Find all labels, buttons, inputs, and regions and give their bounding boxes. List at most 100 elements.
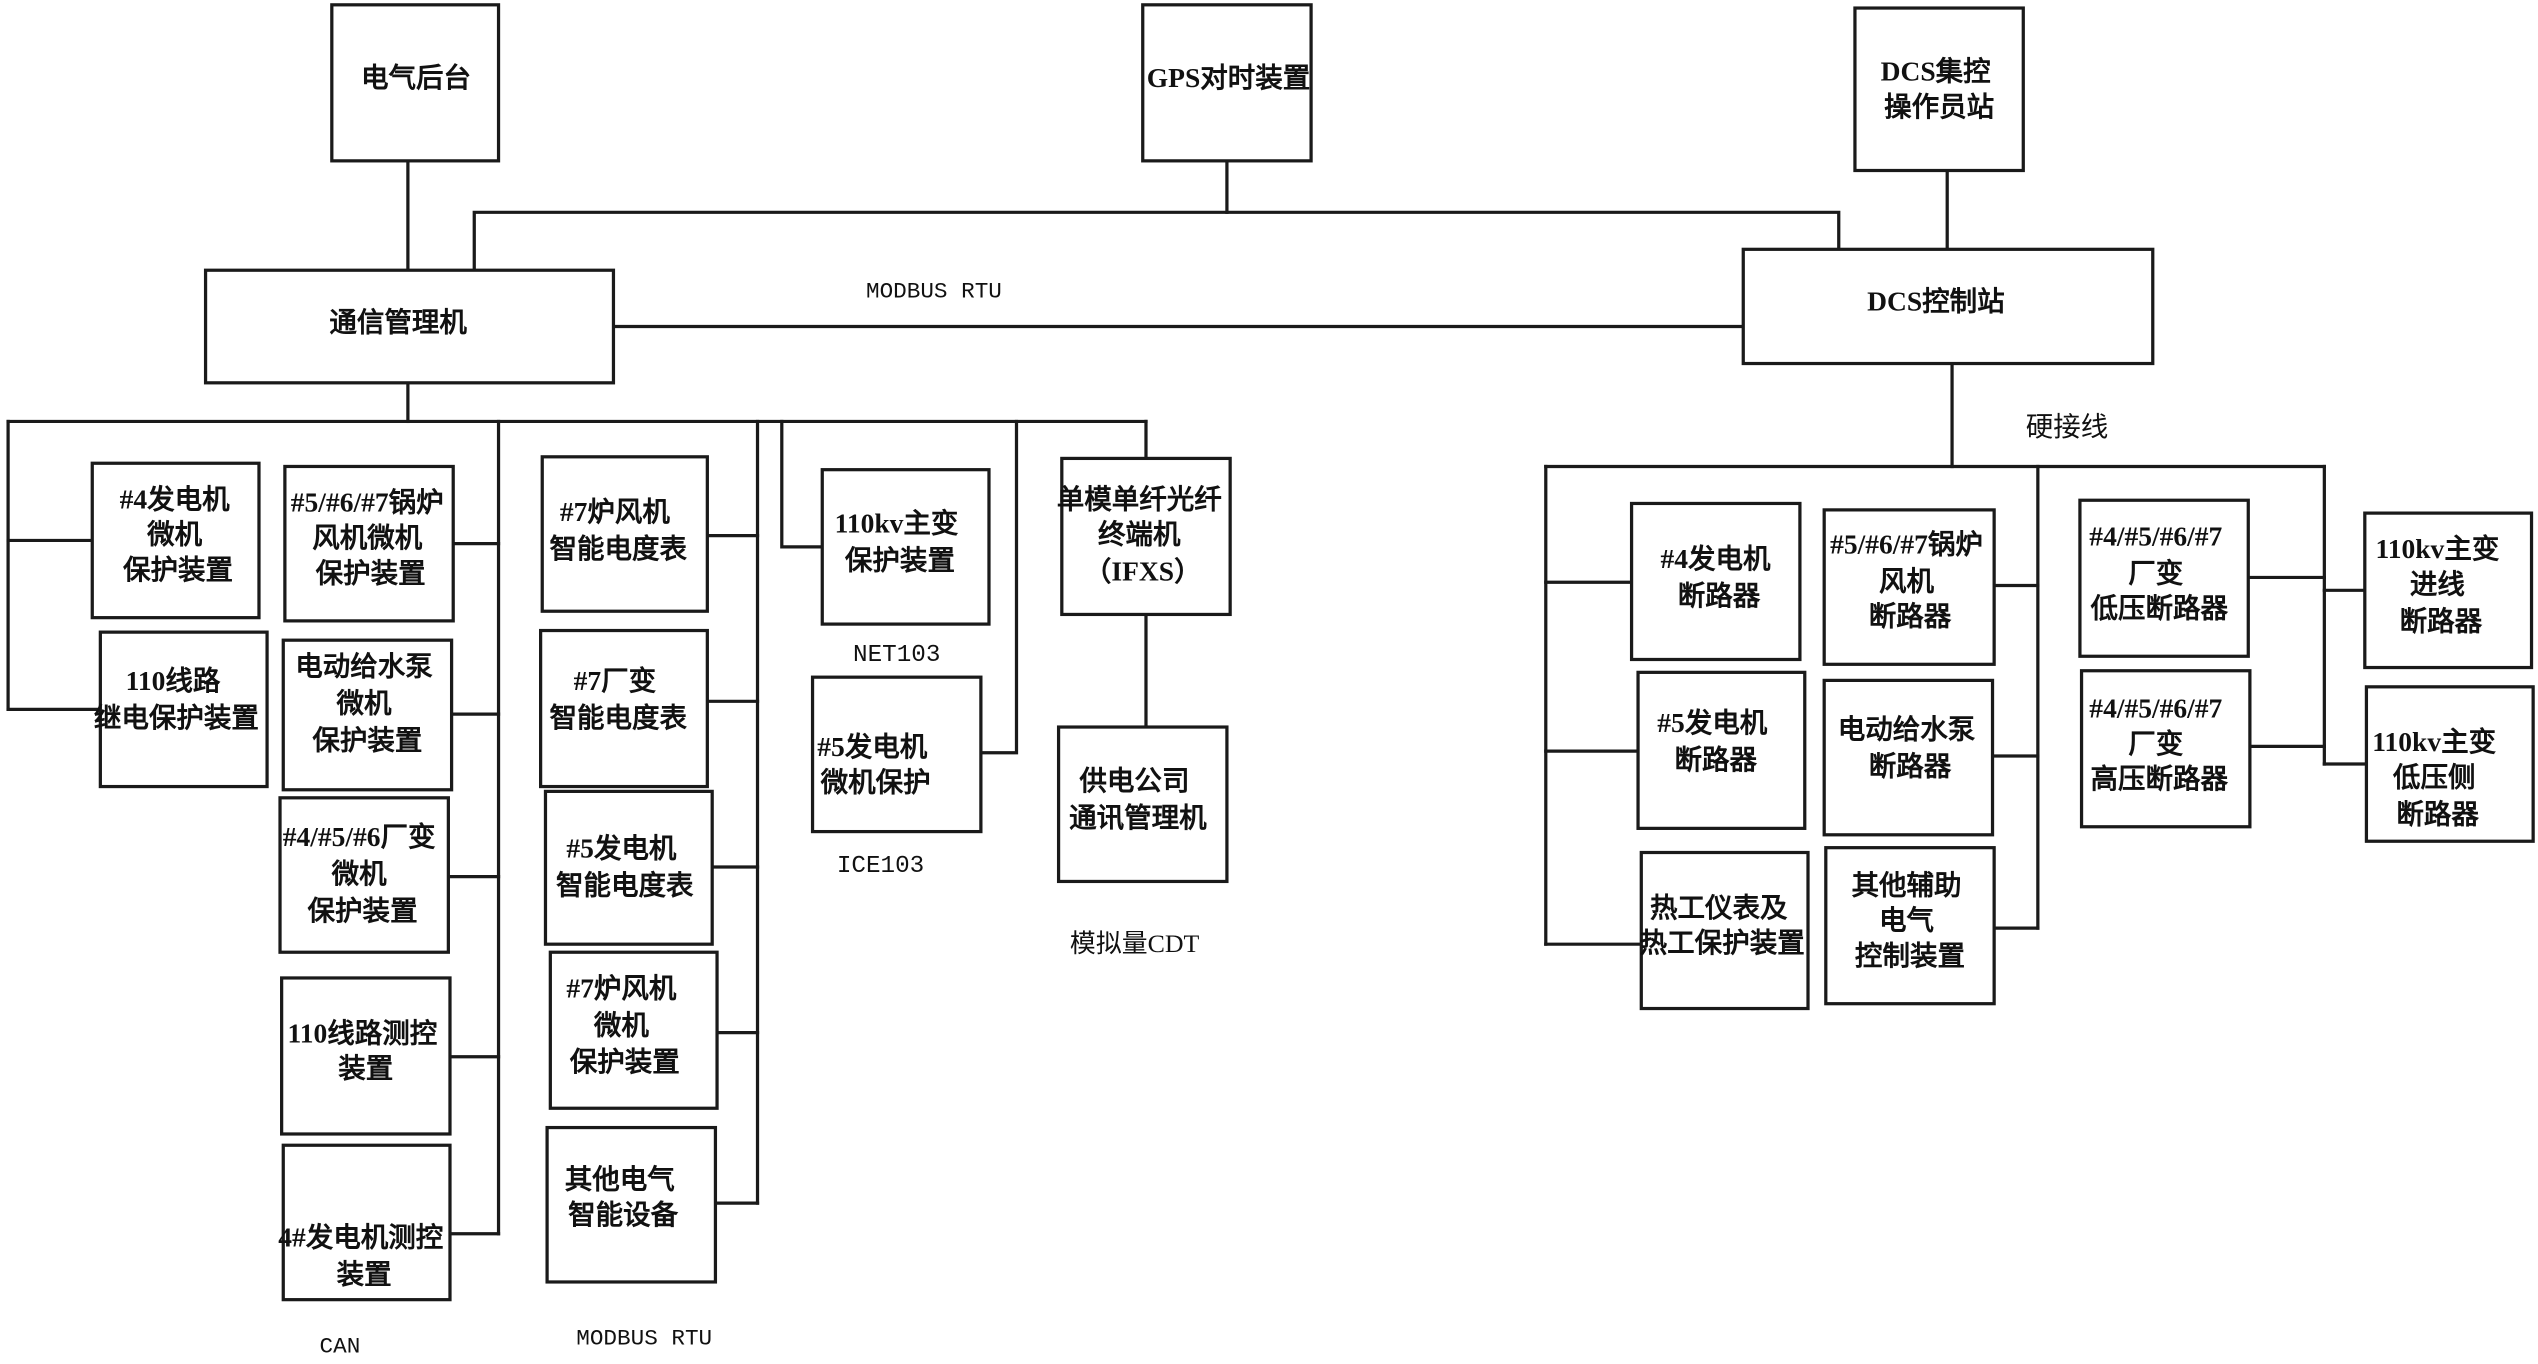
node-label-line: 保护装置 xyxy=(311,726,422,756)
node-line110-control: 110线路测控 装置 xyxy=(280,976,452,1136)
node-label-line: 厂变 xyxy=(2128,728,2184,759)
node-label: #4/#5/#6厂变 微机 保护装置 xyxy=(283,821,443,926)
node-label-line: 微机 xyxy=(146,520,203,550)
node-label: 110kv主变 保护装置 xyxy=(835,507,966,575)
node-label-line: 电气 xyxy=(1879,906,1934,936)
node-label-line: 断路器 xyxy=(1869,750,1952,781)
node-box xyxy=(278,796,450,954)
node-label-line: 微机 xyxy=(331,859,388,889)
node-line110-relay: 110线路 继电保护装置 xyxy=(94,630,269,789)
node-dcs-operator-station: DCS集控 操作员站 xyxy=(1853,6,2025,173)
node-thermal-instruments: 热工仪表及 热工保护装置 xyxy=(1639,850,1810,1011)
node-label: DCS集控 操作员站 xyxy=(1881,56,1998,122)
node-label: 供电公司 通讯管理机 xyxy=(1069,766,1207,833)
node-label-line: #4/#5/#6/#7 xyxy=(2089,521,2222,551)
node-label-line: 110kv主变 xyxy=(2376,533,2500,564)
node-box xyxy=(281,1143,452,1302)
node-label-line: 保护装置 xyxy=(307,896,418,926)
node-main110-incoming-breaker: 110kv主变 进线 断路器 xyxy=(2363,511,2534,670)
node-fiber-terminal: 单模单纤光纤 终端机 （IFXS） xyxy=(1057,456,1232,617)
node-box xyxy=(1822,508,1996,666)
node-box xyxy=(545,1125,718,1284)
node-box xyxy=(98,630,269,789)
node-label: #4发电机 断路器 xyxy=(1661,543,1778,611)
node-label: 电动给水泵 断路器 xyxy=(1838,714,1982,781)
node-label-line: 控制装置 xyxy=(1855,941,1965,971)
node-label: 热工仪表及 热工保护装置 xyxy=(1640,893,1805,958)
node-label-line: 通信管理机 xyxy=(329,306,467,337)
node-label: #5发电机 断路器 xyxy=(1657,707,1774,775)
node-label-line: 110kv主变 xyxy=(2372,726,2496,757)
node-boiler-fan-breaker: #5/#6/#7锅炉 风机 断路器 xyxy=(1822,508,1996,666)
node-box xyxy=(1056,725,1229,884)
node-box xyxy=(1629,501,1802,662)
node-label-line: 电动给水泵 xyxy=(295,652,433,682)
node-box xyxy=(2364,685,2535,843)
node-label-line: 微机 xyxy=(593,1010,650,1040)
node-label-line: #4/#5/#6厂变 xyxy=(283,821,436,852)
node-label-line: #5发电机 xyxy=(1657,707,1768,738)
node-box xyxy=(1741,247,2155,366)
node-gen4-control: 4#发电机测控 装置 xyxy=(278,1143,452,1302)
node-label-line: #7厂变 xyxy=(574,665,657,696)
branch-ice103 xyxy=(979,419,1019,755)
node-label: 110kv主变 进线 断路器 xyxy=(2376,533,2507,636)
node-label: #5发电机 智能电度表 xyxy=(556,832,694,900)
node-box xyxy=(280,976,452,1136)
node-label: 110线路测控 装置 xyxy=(287,1017,444,1083)
node-label: 通信管理机 xyxy=(329,306,467,337)
node-label-line: 终端机 xyxy=(1098,519,1181,550)
node-box xyxy=(1822,678,1995,837)
node-label-line: #7炉风机 xyxy=(560,497,671,527)
branch-net103 xyxy=(780,419,824,549)
node-box xyxy=(543,789,714,946)
node-label-line: #5发电机 xyxy=(817,731,928,762)
node-label: GPS对时装置 xyxy=(1147,63,1311,93)
label-net103: NET103 xyxy=(853,642,940,669)
node-label: #5发电机 微机保护 xyxy=(817,731,934,797)
node-label: 4#发电机测控 装置 xyxy=(278,1222,450,1290)
node-label-line: 保护装置 xyxy=(315,558,426,588)
node-feedpump-breaker: 电动给水泵 断路器 xyxy=(1822,678,1995,837)
node-label-line: #7炉风机 xyxy=(566,973,677,1003)
link-labels: MODBUS RTU 硬接线 NET103 ICE103 模拟量CDT CAN … xyxy=(320,279,2109,1360)
node-label-line: 通讯管理机 xyxy=(1069,802,1207,833)
node-electric-backend: 电气后台 xyxy=(330,3,501,163)
node-transformer-hv-breaker: #4/#5/#6/#7 厂变 高压断路器 xyxy=(2079,669,2252,829)
node-gen5-meter: #5发电机 智能电度表 xyxy=(543,789,714,946)
node-label-line: 断路器 xyxy=(1869,601,1952,632)
label-modbus-rtu-top: MODBUS RTU xyxy=(866,279,1002,305)
node-box xyxy=(540,455,709,613)
node-main110-protection: 110kv主变 保护装置 xyxy=(820,468,991,626)
node-label: #4/#5/#6/#7 厂变 高压断路器 xyxy=(2089,693,2229,794)
connector-gps-bus xyxy=(472,210,1841,272)
node-label: 单模单纤光纤 终端机 （IFXS） xyxy=(1057,484,1229,586)
node-label-line: #4发电机 xyxy=(120,483,231,514)
node-label: 电动给水泵 微机 保护装置 xyxy=(295,652,439,756)
node-comm-manager: 通信管理机 xyxy=(203,268,616,385)
node-feedpump-protection: 电动给水泵 微机 保护装置 xyxy=(281,638,454,792)
node-gen4-breaker: #4发电机 断路器 xyxy=(1629,501,1802,662)
node-label: 电气后台 xyxy=(361,62,471,93)
node-label-line: 智能电度表 xyxy=(550,533,688,564)
node-label-line: DCS控制站 xyxy=(1867,287,2005,317)
node-label-line: 进线 xyxy=(2410,570,2465,600)
node-box xyxy=(810,675,983,834)
node-box xyxy=(539,628,709,789)
node-label-line: 高压断路器 xyxy=(2090,763,2228,794)
node-label-line: 保护装置 xyxy=(844,545,955,575)
nodes: 电气后台 GPS对时装置 DCS集控 操作员站 通信管理机 DC xyxy=(90,3,2535,1302)
node-label: #4/#5/#6/#7 厂变 低压断路器 xyxy=(2089,521,2229,623)
node-label: 110kv主变 低压侧 断路器 xyxy=(2372,726,2503,829)
node-label-line: 电气后台 xyxy=(361,62,471,93)
node-gen5-breaker: #5发电机 断路器 xyxy=(1636,670,1807,830)
label-ice103: ICE103 xyxy=(837,853,924,880)
node-transformer-protection: #4/#5/#6厂变 微机 保护装置 xyxy=(278,796,450,954)
node-box xyxy=(1639,850,1810,1011)
node-box xyxy=(1636,670,1807,830)
node-label-line: 微机 xyxy=(335,689,392,719)
node-label-line: #4/#5/#6/#7 xyxy=(2089,693,2222,723)
node-gps-clock: GPS对时装置 xyxy=(1141,3,1313,163)
